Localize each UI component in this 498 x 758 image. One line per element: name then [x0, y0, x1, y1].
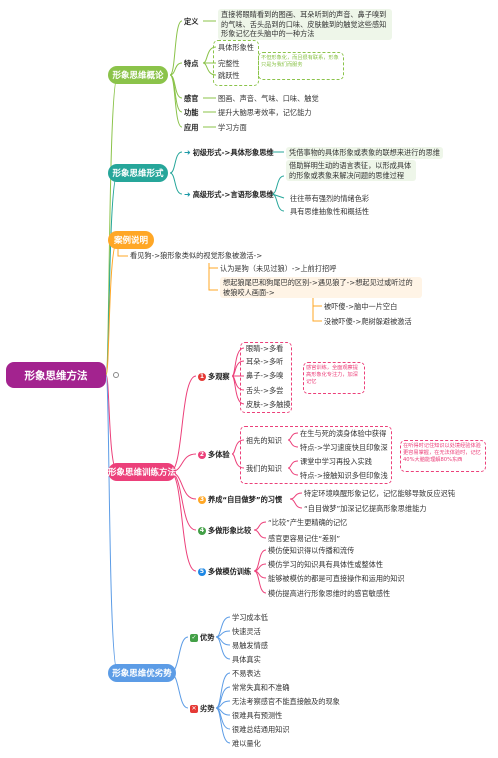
feature-item[interactable]: 跳跃性 — [218, 71, 240, 80]
definition-text[interactable]: 直接将眼睛看到的图画、耳朵听到的声音、鼻子嗅到的气味、舌头品到的口味、皮肤触到的… — [218, 9, 392, 40]
case-line[interactable]: 被吓傻->脑中一片空白 — [324, 302, 398, 311]
cross-icon: ✕ — [190, 705, 198, 713]
ancestor-knowledge[interactable]: 祖先的知识 — [246, 436, 282, 445]
function-text[interactable]: 提升大脑思考效率，记忆能力 — [218, 108, 312, 117]
case-line[interactable]: 看见狗->狼形象类似的视觉形象被激活-> — [130, 251, 263, 260]
disadvantage-item[interactable]: 很难具有预测性 — [232, 711, 283, 720]
case-line[interactable]: 没被吓傻->爬树躲避被激活 — [324, 317, 412, 326]
observe-note: 感官训练，全面观察提高形象化专注力，加深记忆 — [303, 362, 365, 394]
imitate-item[interactable]: 模仿提高进行形象思维时的感官敏感性 — [268, 589, 391, 598]
feature-item[interactable]: 完整性 — [218, 59, 240, 68]
compare-label: 多做形象比较 — [208, 526, 252, 535]
disadvantage-item[interactable]: 很难总结通用知识 — [232, 725, 290, 734]
number-5-icon: 5 — [198, 568, 206, 576]
check-icon: ✓ — [190, 634, 198, 642]
feature-item[interactable]: 具体形象性 — [218, 43, 254, 52]
number-1-icon: 1 — [198, 373, 206, 381]
senses-text[interactable]: 图画、声音、气味、口味、触觉 — [218, 94, 319, 103]
compare-item[interactable]: 感官更容易记住“差别” — [268, 534, 341, 543]
collapse-toggle[interactable] — [113, 372, 119, 378]
branch-training[interactable]: 形象思维训练方法 — [108, 463, 176, 481]
imitate-item[interactable]: 模仿使知识得以传播和流传 — [268, 546, 355, 555]
primary-form-label: 初级形式->具体形象思维 — [192, 148, 274, 157]
daydream-label: 养成“自目做梦”的习惯 — [208, 495, 283, 504]
daydream-item[interactable]: 特定环境唤醒形象记忆，记忆能够导致反应迟钝 — [304, 489, 455, 498]
primary-form[interactable]: ➜初级形式->具体形象思维 — [184, 148, 274, 158]
advanced-form-label: 高级形式->言语形象思维 — [192, 190, 274, 199]
disadvantage-item[interactable]: 无法考察感官不能直接触及的现象 — [232, 697, 340, 706]
imitate-label: 多做模仿训练 — [208, 567, 252, 576]
ancestor-item[interactable]: 在生与死的演身体验中获得 — [300, 429, 387, 438]
branch-overview[interactable]: 形象思维概论 — [108, 66, 168, 84]
ancestor-item[interactable]: 特点->学习速度快且印象深 — [300, 443, 388, 452]
case-line[interactable]: 认为是狗（未见过狼）->上前打招呼 — [220, 264, 337, 273]
senses-label[interactable]: 感官 — [184, 94, 199, 103]
advanced-form[interactable]: ➜高级形式->言语形象思维 — [184, 190, 274, 200]
disadvantages[interactable]: ✕劣势 — [190, 704, 214, 714]
advanced-form-item[interactable]: 具有思维抽象性和概括性 — [290, 207, 370, 216]
compare-item[interactable]: “比较”产生更精确的记忆 — [268, 518, 348, 527]
primary-form-text[interactable]: 凭借事物的具体形象或表象的联想来进行的思维 — [286, 147, 443, 159]
advantage-item[interactable]: 快速灵活 — [232, 627, 261, 636]
observe-box — [240, 342, 292, 413]
advantage-item[interactable]: 具体真实 — [232, 655, 261, 664]
disadvantage-item[interactable]: 不易表达 — [232, 669, 261, 678]
arrow-right-icon: ➜ — [184, 190, 191, 199]
branch-case[interactable]: 案例说明 — [108, 231, 154, 249]
observe-label: 多观察 — [208, 372, 230, 381]
advanced-form-item[interactable]: 借助鲜明生动的语言表征，以形成具体的形象或表象来解决问题的思维过程 — [286, 160, 416, 181]
disadvantage-item[interactable]: 常常失真和不准确 — [232, 683, 290, 692]
application-text[interactable]: 学习方面 — [218, 123, 247, 132]
function-label[interactable]: 功能 — [184, 108, 199, 117]
definition-label[interactable]: 定义 — [184, 17, 199, 26]
branch-pros-cons[interactable]: 形象思维优劣势 — [108, 664, 176, 682]
case-line[interactable]: 想起狼尾巴和狗尾巴的区别->遇见狼了->想起见过或听过的被狼咬人画面-> — [220, 277, 422, 298]
disadvantages-label: 劣势 — [200, 704, 215, 713]
advantage-item[interactable]: 学习成本低 — [232, 613, 268, 622]
arrow-right-icon: ➜ — [184, 148, 191, 157]
observe-item[interactable]: 皮肤->多触摸 — [246, 400, 291, 409]
observe-item[interactable]: 眼睛->多看 — [246, 344, 284, 353]
our-item[interactable]: 课堂中学习再投入实践 — [300, 457, 372, 466]
advantages-label: 优势 — [200, 633, 215, 642]
our-knowledge[interactable]: 我们的知识 — [246, 464, 282, 473]
number-3-icon: 3 — [198, 496, 206, 504]
root-node[interactable]: 形象思维方法 — [6, 362, 106, 388]
advantage-item[interactable]: 易触发情感 — [232, 641, 268, 650]
branch-forms[interactable]: 形象思维形式 — [108, 164, 168, 182]
experience-note: 在听得时记住知识以处境经验体验更容易掌握，在无法体验时，记忆40%大脑能理解80… — [400, 440, 486, 472]
observe-item[interactable]: 鼻子->多嗅 — [246, 371, 284, 380]
experience-label: 多体验 — [208, 450, 230, 459]
observe-item[interactable]: 舌头->多尝 — [246, 386, 284, 395]
experience-box — [240, 426, 392, 484]
features-note: 不但形象化，而且很有联系，形象只是为我们而服务 — [258, 52, 344, 80]
application-label[interactable]: 应用 — [184, 123, 199, 132]
features-label[interactable]: 特点 — [184, 59, 199, 68]
number-4-icon: 4 — [198, 527, 206, 535]
imitate-item[interactable]: 能够被模仿的都是可直接操作和运用的知识 — [268, 574, 405, 583]
disadvantage-item[interactable]: 难以量化 — [232, 739, 261, 748]
advantages[interactable]: ✓优势 — [190, 633, 214, 643]
number-2-icon: 2 — [198, 451, 206, 459]
observe-item[interactable]: 耳朵->多听 — [246, 357, 284, 366]
daydream-item[interactable]: “自目做梦”加深记忆提高形象思维能力 — [304, 504, 427, 513]
our-item[interactable]: 特点->接触知识多但印象浅 — [300, 471, 388, 480]
advanced-form-item[interactable]: 往往带有强烈的情绪色彩 — [290, 194, 370, 203]
imitate-item[interactable]: 模仿学习的知识具有具体性或整体性 — [268, 560, 384, 569]
